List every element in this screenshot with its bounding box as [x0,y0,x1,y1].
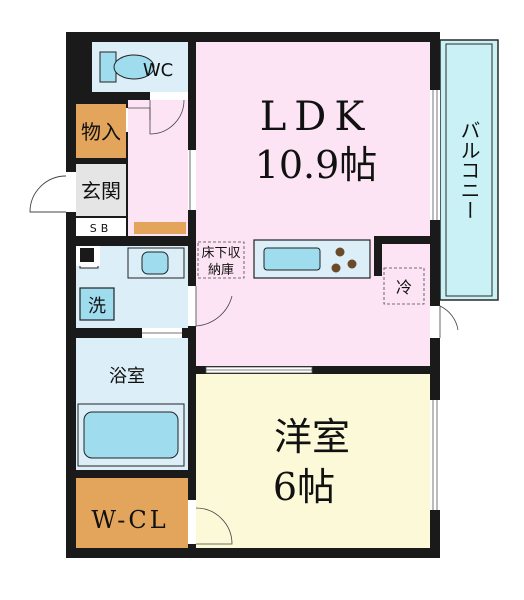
closet-door-opening [188,500,196,544]
bathtub-inner [83,411,179,459]
underfloor-storage-outline [197,241,245,279]
ldk-side-door-swing [439,305,459,338]
ldk-side-door-opening [430,306,440,338]
hallway [128,100,192,236]
front-door [29,172,76,213]
balcony-rail [445,43,493,297]
storage-door [126,107,151,132]
stove-burner [347,259,357,269]
stove-burner [331,263,341,273]
fridge-outline [383,267,425,305]
entrance-area [76,164,126,216]
shoe-box [76,218,126,236]
washroom-door-opening [188,286,196,326]
stove-burner [335,247,345,257]
shoe-box-label: SB [90,222,113,235]
underfloor-storage-line2: 納庫 [208,263,234,278]
underfloor-storage: 床下収 納庫 [197,241,245,279]
wc-label: WC [143,60,173,81]
bathroom-door [142,328,182,338]
balcony-label: バルコニー [457,120,481,220]
laundry-pan-box [79,287,115,321]
storage-door-opening [126,108,128,132]
kitchen-sink [263,247,321,271]
front-door-swing [29,175,67,213]
ldk-size: 10.9帖 [255,143,378,187]
wc-door [149,92,188,135]
fridge-label: 冷 [396,278,412,297]
ldk-side-door [430,305,459,338]
wc-door-swing [149,99,185,135]
storage-room [76,104,126,158]
kitchen-wall [374,236,430,244]
western-window [430,400,440,510]
hallway-door [188,150,196,210]
pipe-shaft [80,248,94,262]
walk-in-closet-label: W-CL [91,506,168,534]
kitchen-counter [253,239,371,279]
wc-door-opening [150,92,188,100]
walk-in-closet [76,478,188,548]
kitchen-wall-side [374,236,382,276]
washbasin [127,247,185,279]
front-door-opening [66,172,76,212]
balcony: バルコニー [439,39,499,301]
hall-shelf [134,222,186,234]
western-room-size: 6帖 [273,465,335,509]
closet-door-swing [195,507,233,545]
ldk-window-opening [430,90,440,220]
hallway-door-opening [188,150,196,210]
underfloor-storage-line1: 床下収 [201,246,240,261]
toilet-fixture [99,51,155,83]
ldk-western-wall [196,366,430,374]
western-window-opening [430,400,440,510]
laundry-label: 洗 [88,296,106,317]
balcony-area [439,39,499,301]
closet-door [188,500,233,545]
ldk-balcony-window [430,90,440,220]
storage-door-swing [128,107,151,120]
fridge-space: 冷 [383,267,425,305]
washroom-door [188,286,233,327]
bathtub [77,403,185,467]
western-room-name: 洋室 [274,415,350,459]
ldk-room [196,42,430,366]
bathroom-label: 浴室 [109,366,145,387]
washbasin-bowl [141,251,169,275]
sliding-door [205,366,313,374]
storage-label: 物入 [81,120,121,144]
entrance-label: 玄関 [81,179,121,203]
western-room [196,374,430,548]
ldk-name: LDK [260,94,373,140]
toilet-bowl [113,54,155,80]
washroom-door-swing [195,286,233,327]
laundry-pan [79,287,115,321]
